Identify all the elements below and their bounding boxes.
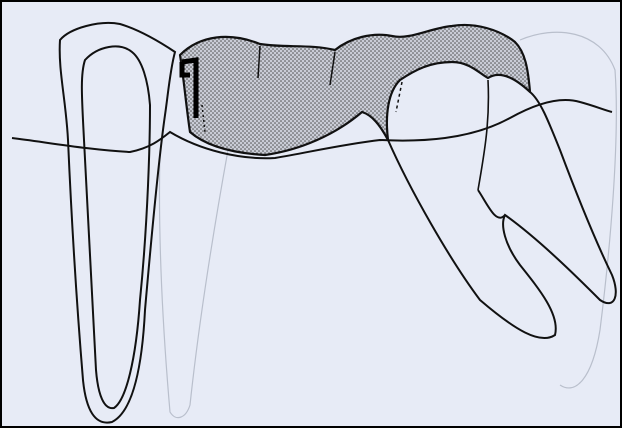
faint-distal-tooth — [520, 32, 616, 388]
molar-furcation — [478, 190, 505, 218]
molar-distal-wall — [478, 80, 488, 190]
faint-adjacent-tooth — [159, 150, 228, 418]
bridge-pontic — [180, 25, 530, 155]
anterior-tooth-pulp — [82, 46, 150, 408]
anterior-abutment-tooth — [60, 23, 175, 423]
posterior-molar-abutment — [388, 92, 616, 338]
pontic-margin — [396, 82, 402, 112]
